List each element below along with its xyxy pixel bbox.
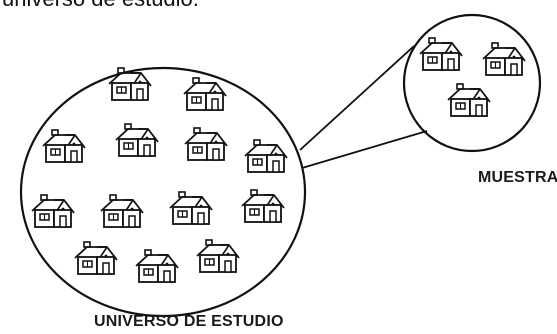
house-icon bbox=[241, 189, 285, 223]
sample-label: MUESTRA bbox=[478, 169, 557, 186]
house-icon bbox=[196, 239, 240, 273]
house-icon bbox=[135, 249, 179, 283]
house-icon bbox=[419, 37, 463, 71]
house-icon bbox=[74, 241, 118, 275]
house-icon bbox=[447, 83, 491, 117]
house-icon bbox=[244, 139, 288, 173]
house-icon bbox=[115, 123, 159, 157]
sample-houses bbox=[419, 37, 526, 117]
connector-line-lower bbox=[301, 130, 428, 169]
house-icon bbox=[183, 77, 227, 111]
universe-label: UNIVERSO DE ESTUDIO bbox=[94, 313, 284, 330]
house-icon bbox=[31, 194, 75, 228]
house-icon bbox=[184, 127, 228, 161]
house-icon bbox=[108, 67, 152, 101]
house-icon bbox=[42, 129, 86, 163]
sample-circle bbox=[402, 13, 542, 153]
universe-circle bbox=[19, 66, 307, 318]
top-caption: universo de estudio. bbox=[2, 0, 199, 12]
house-icon bbox=[482, 42, 526, 76]
connector-line-upper bbox=[299, 45, 415, 151]
house-icon bbox=[100, 194, 144, 228]
house-icon bbox=[169, 191, 213, 225]
universe-houses bbox=[31, 67, 288, 283]
